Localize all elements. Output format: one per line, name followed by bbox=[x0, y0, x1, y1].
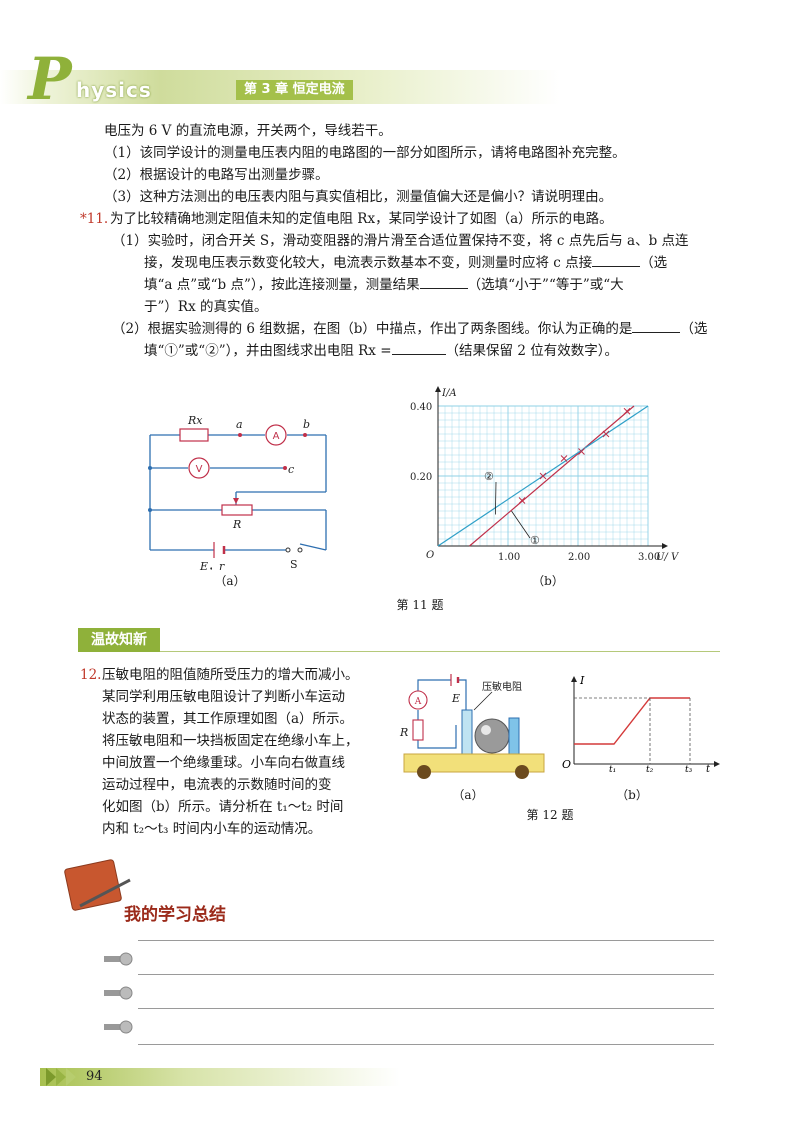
figure-b-label: （b） bbox=[532, 574, 564, 588]
chart-points bbox=[518, 407, 631, 504]
rheostat bbox=[221, 504, 253, 516]
x-tick-label: 2.00 bbox=[568, 552, 590, 563]
page-number: 94 bbox=[86, 1069, 103, 1084]
answer-blank bbox=[632, 318, 681, 333]
x-axis-label: U/ V bbox=[656, 552, 680, 563]
text-line: 将压敏电阻和一块挡板固定在绝缘小车上， bbox=[102, 733, 359, 749]
label-b: b bbox=[303, 418, 310, 431]
section-divider bbox=[160, 651, 720, 652]
label-a: a bbox=[236, 418, 243, 431]
note-line bbox=[138, 940, 714, 941]
header-band bbox=[0, 70, 800, 104]
text-line: 运动过程中，电流表的示数随时间的变 bbox=[102, 777, 332, 793]
text-line: 状态的装置，其工作原理如图（a）所示。 bbox=[102, 711, 354, 727]
question-part: （1）该同学设计的测量电压表内阻的电路图的一部分如图所示，请将电路图补充完整。 bbox=[104, 145, 626, 161]
question-part: （2）根据设计的电路写出测量步骤。 bbox=[104, 167, 329, 183]
text-line: 内和 t₂～t₃ 时间内小车的运动情况。 bbox=[102, 821, 322, 837]
footer-band bbox=[40, 1068, 400, 1086]
ammeter-label: A bbox=[273, 431, 280, 442]
figure-caption: 第 11 题 bbox=[396, 598, 444, 612]
pin-icon bbox=[104, 952, 133, 966]
data-point bbox=[518, 497, 526, 504]
tick-t3: t₃ bbox=[685, 765, 693, 774]
question-number: 12. bbox=[80, 667, 102, 683]
chart-grid bbox=[437, 405, 649, 547]
figure-a-label: （a） bbox=[214, 574, 246, 588]
label-rx: Rx bbox=[187, 414, 203, 427]
circuit-diagram: Rx a b c R E，r A V S bbox=[148, 414, 327, 570]
text-line: 中间放置一个绝缘重球。小车向右做直线 bbox=[102, 755, 345, 771]
y-tick-label: 0.40 bbox=[410, 402, 432, 413]
notebook-icon bbox=[64, 859, 131, 911]
iu-graph: O 1.00 2.00 3.00 0.20 0.40 U/ V I/A ② ① bbox=[410, 386, 680, 563]
answer-blank bbox=[391, 340, 446, 355]
logo-word: hysics bbox=[76, 78, 152, 102]
axis-t: t bbox=[706, 764, 711, 774]
logo-letter: P bbox=[28, 45, 72, 113]
data-point bbox=[602, 430, 610, 438]
pin-icon bbox=[104, 1020, 133, 1034]
series-label: ② bbox=[484, 470, 494, 483]
x-tick-label: 1.00 bbox=[498, 552, 520, 563]
x-tick-label: 3.00 bbox=[638, 552, 660, 563]
series-line bbox=[469, 405, 635, 547]
ammeter-label: A bbox=[414, 697, 422, 707]
question-part: 接，发现电压表示数变化较大，电流表示数基本不变，则测量时应将 c 点接（选 bbox=[144, 252, 667, 274]
text-line: 某同学利用压敏电阻设计了判断小车运动 bbox=[102, 689, 345, 705]
question-part: （1）实验时，闭合开关 S，滑动变阻器的滑片滑至合适位置保持不变，将 c 点先后… bbox=[112, 233, 689, 249]
voltmeter bbox=[188, 457, 210, 479]
origin: O bbox=[562, 758, 571, 771]
label-pressure-resistor: 压敏电阻 bbox=[482, 680, 522, 693]
figure-caption: 第 12 题 bbox=[526, 808, 574, 822]
label-r: R bbox=[399, 726, 408, 739]
resistor-rx bbox=[179, 428, 209, 442]
cart-diagram: A E R 压敏电阻 bbox=[399, 674, 545, 779]
question-part: 填“①”或“②”），并由图线求出电阻 Rx =（结果保留 2 位有效数字）。 bbox=[144, 340, 618, 362]
switch bbox=[297, 547, 303, 553]
text-line: 化如图（b）所示。请分析在 t₁～t₂ 时间 bbox=[102, 799, 344, 815]
label-c: c bbox=[288, 463, 294, 476]
y-tick-label: 0.20 bbox=[410, 472, 432, 483]
answer-blank bbox=[592, 252, 641, 267]
arrow-icon bbox=[46, 1068, 76, 1086]
origin-label: O bbox=[426, 550, 434, 561]
label-s: S bbox=[290, 558, 298, 570]
note-line bbox=[138, 974, 714, 975]
tick-t1: t₁ bbox=[609, 765, 616, 774]
question-part: （2）根据实验测得的 6 组数据，在图（b）中描点，作出了两条图线。你认为正确的… bbox=[112, 318, 707, 340]
label-er: E，r bbox=[199, 560, 225, 570]
question-part: 于”）Rx 的真实值。 bbox=[144, 299, 268, 315]
summary-title: 我的学习总结 bbox=[124, 905, 226, 925]
series-label: ① bbox=[530, 534, 540, 547]
text-line: 电压为 6 V 的直流电源，开关两个，导线若干。 bbox=[104, 123, 392, 139]
question-stem: 为了比较精确地测定阻值未知的定值电阻 Rx，某同学设计了如图（a）所示的电路。 bbox=[110, 211, 613, 227]
chart-axes bbox=[435, 386, 668, 549]
figure-b-label: （b） bbox=[616, 788, 648, 802]
question-part: （3）这种方法测出的电压表内阻与真实值相比，测量值偏大还是偏小？请说明理由。 bbox=[104, 189, 613, 205]
note-line bbox=[138, 1008, 714, 1009]
data-point bbox=[578, 448, 585, 455]
data-point bbox=[539, 472, 547, 480]
data-point bbox=[623, 407, 631, 415]
answer-blank bbox=[419, 274, 468, 289]
data-point bbox=[560, 455, 568, 462]
axis-i: I bbox=[579, 674, 585, 687]
section-tag: 温故知新 bbox=[78, 628, 160, 652]
it-graph: I O t₁ t₂ t₃ t bbox=[562, 674, 720, 774]
question-stem: 压敏电阻的阻值随所受压力的增大而减小。 bbox=[102, 667, 359, 683]
note-line bbox=[138, 1044, 714, 1045]
label-r: R bbox=[232, 518, 241, 531]
tick-t2: t₂ bbox=[646, 765, 654, 774]
y-axis-label: I/A bbox=[441, 388, 457, 399]
pin-icon bbox=[104, 986, 133, 1000]
voltmeter-label: V bbox=[196, 464, 203, 475]
chapter-title: 第 3 章 恒定电流 bbox=[236, 80, 353, 100]
label-e: E bbox=[451, 692, 460, 705]
ammeter bbox=[265, 424, 287, 446]
figure-a-label: （a） bbox=[452, 788, 484, 802]
chart-labels: O 1.00 2.00 3.00 0.20 0.40 U/ V I/A ② ① bbox=[410, 388, 680, 563]
question-number: *11. bbox=[80, 211, 109, 227]
question-part: 填“a 点”或“b 点”），按此连接测量，测量结果（选填“小于”“等于”或“大 bbox=[144, 274, 624, 296]
